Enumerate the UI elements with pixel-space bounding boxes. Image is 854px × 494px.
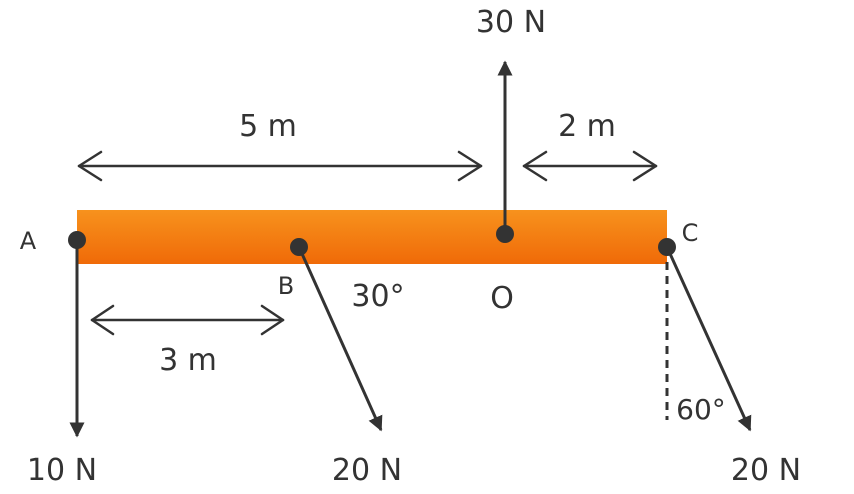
beam (77, 210, 667, 264)
force-label-a: 10 N (27, 453, 97, 488)
force-label-top: 30 N (476, 5, 546, 40)
point-a (68, 231, 86, 249)
force-arrow-c-20n (665, 246, 752, 432)
point-label-a: A (20, 227, 37, 255)
point-label-b: B (278, 272, 294, 300)
point-label-c: C (682, 219, 699, 247)
point-b (290, 238, 308, 256)
dimension-label-ao: 5 m (239, 109, 297, 144)
angle-label-c: 60° (676, 393, 726, 426)
dimension-arrow-ab (90, 304, 285, 336)
dimension-arrow-ao (77, 150, 483, 182)
dimension-label-ab: 3 m (159, 343, 217, 378)
point-label-o: O (490, 281, 514, 316)
angle-label-b: 30° (351, 279, 404, 314)
dimension-label-oc: 2 m (558, 109, 616, 144)
force-label-b: 20 N (332, 453, 402, 488)
point-c (658, 238, 676, 256)
dimension-arrow-oc (522, 150, 658, 182)
force-arrow-b-20n (297, 246, 383, 432)
force-label-c: 20 N (731, 453, 801, 488)
point-o (496, 225, 514, 243)
